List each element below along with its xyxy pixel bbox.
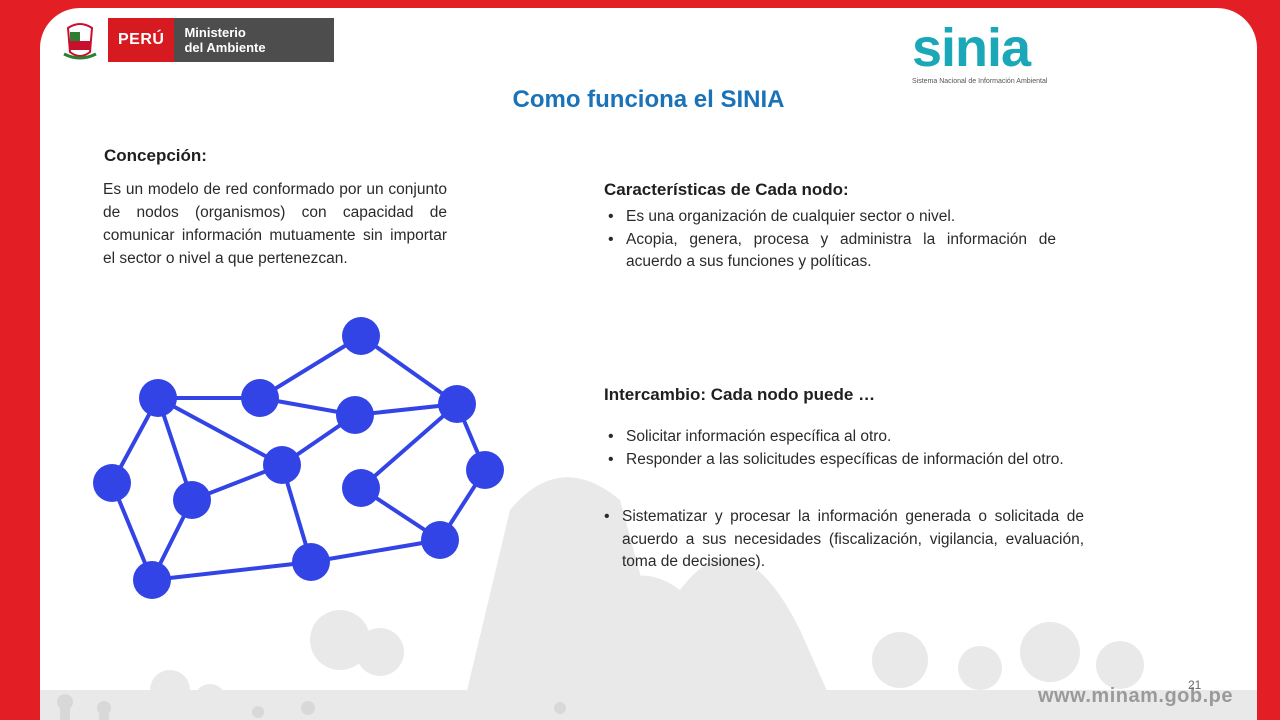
sinia-logo-word: sinia — [912, 18, 1031, 78]
intercambio-heading: Intercambio: Cada nodo puede … — [604, 385, 876, 404]
slide: PERÚ Ministerio del Ambiente sinia Siste… — [40, 8, 1257, 720]
node-network-diagram — [93, 317, 504, 599]
ministry-line1: Ministerio — [184, 25, 246, 40]
sinia-logo: sinia Sistema Nacional de Información Am… — [912, 20, 1062, 85]
concepcion-heading: Concepción: — [104, 146, 207, 165]
peru-coat-of-arms-icon — [63, 23, 97, 60]
slide-title: Como funciona el SINIA — [512, 86, 785, 113]
list-item: Responder a las solicitudes específicas … — [604, 449, 1080, 472]
ministry-label: Ministerio del Ambiente — [174, 18, 334, 62]
caracteristicas-list: Es una organización de cualquier sector … — [604, 206, 1056, 274]
peru-label: PERÚ — [108, 18, 175, 62]
footer-url: www.minam.gob.pe — [1037, 685, 1233, 707]
sinia-logo-subtitle: Sistema Nacional de Información Ambienta… — [912, 78, 1048, 85]
caracteristicas-heading: Características de Cada nodo: — [604, 180, 849, 199]
concepcion-text: Es un modelo de red conformado por un co… — [103, 181, 447, 267]
ministry-line2: del Ambiente — [184, 40, 266, 55]
page-number: 21 — [1188, 678, 1202, 692]
list-item: Acopia, genera, procesa y administra la … — [604, 229, 1056, 274]
network-nodes — [93, 317, 504, 599]
intercambio-list: Solicitar información específica al otro… — [604, 426, 1080, 471]
intercambio-extra-list: Sistematizar y procesar la información g… — [600, 506, 1084, 574]
list-item: Solicitar información específica al otro… — [604, 426, 1080, 449]
ministerio-del-ambiente-logo: PERÚ Ministerio del Ambiente — [60, 16, 334, 64]
list-item: Es una organización de cualquier sector … — [604, 206, 1056, 229]
list-item: Sistematizar y procesar la información g… — [600, 506, 1084, 574]
background-landscape-illustration — [40, 477, 1257, 720]
